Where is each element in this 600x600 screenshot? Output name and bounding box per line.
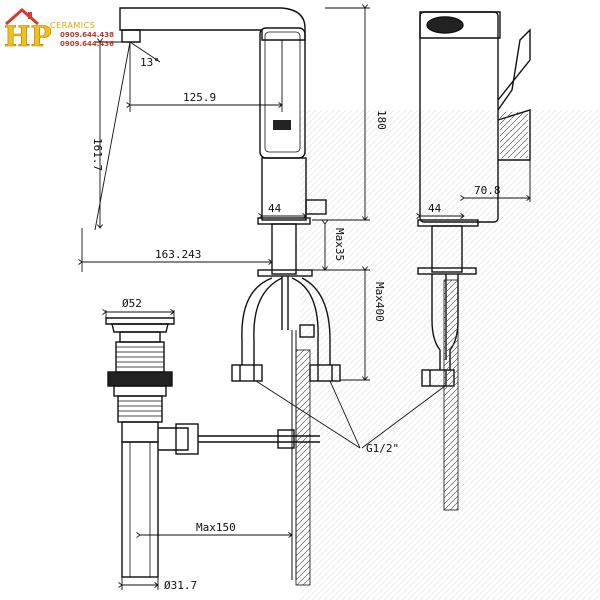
spout-reach-label: 125.9 <box>183 91 216 104</box>
max35-label: Max35 <box>333 228 346 261</box>
thread-label: G1/2" <box>366 442 399 455</box>
side-depth-label: 70.8 <box>474 184 501 197</box>
max400-label: Max400 <box>373 282 386 322</box>
spout-height-label: 161.7 <box>91 138 104 171</box>
max150-label: Max150 <box>196 521 236 534</box>
house-roof-icon <box>5 8 39 26</box>
logo-subtitle: CERAMICS <box>50 21 95 30</box>
background-hatch <box>300 110 600 600</box>
spout-angle-label: 13° <box>140 56 160 69</box>
total-height-label: 180 <box>375 110 388 130</box>
logo-phone-2: 0909.644.436 <box>60 40 114 48</box>
pipe-diameter-label: Ø31.7 <box>164 579 197 592</box>
side-base-width-label: 44 <box>428 202 442 215</box>
logo-phone-1: 0909.644.438 <box>60 31 114 39</box>
drain-assembly <box>105 317 320 578</box>
drain-diameter-label: Ø52 <box>122 297 142 310</box>
dimension-lines <box>82 8 530 590</box>
overall-length-label: 163.243 <box>155 248 201 261</box>
brand-logo: HP CERAMICS 0909.644.438 0909.644.436 <box>4 8 114 53</box>
logo-brand: HP <box>4 20 52 53</box>
front-base-width-label: 44 <box>268 202 282 215</box>
